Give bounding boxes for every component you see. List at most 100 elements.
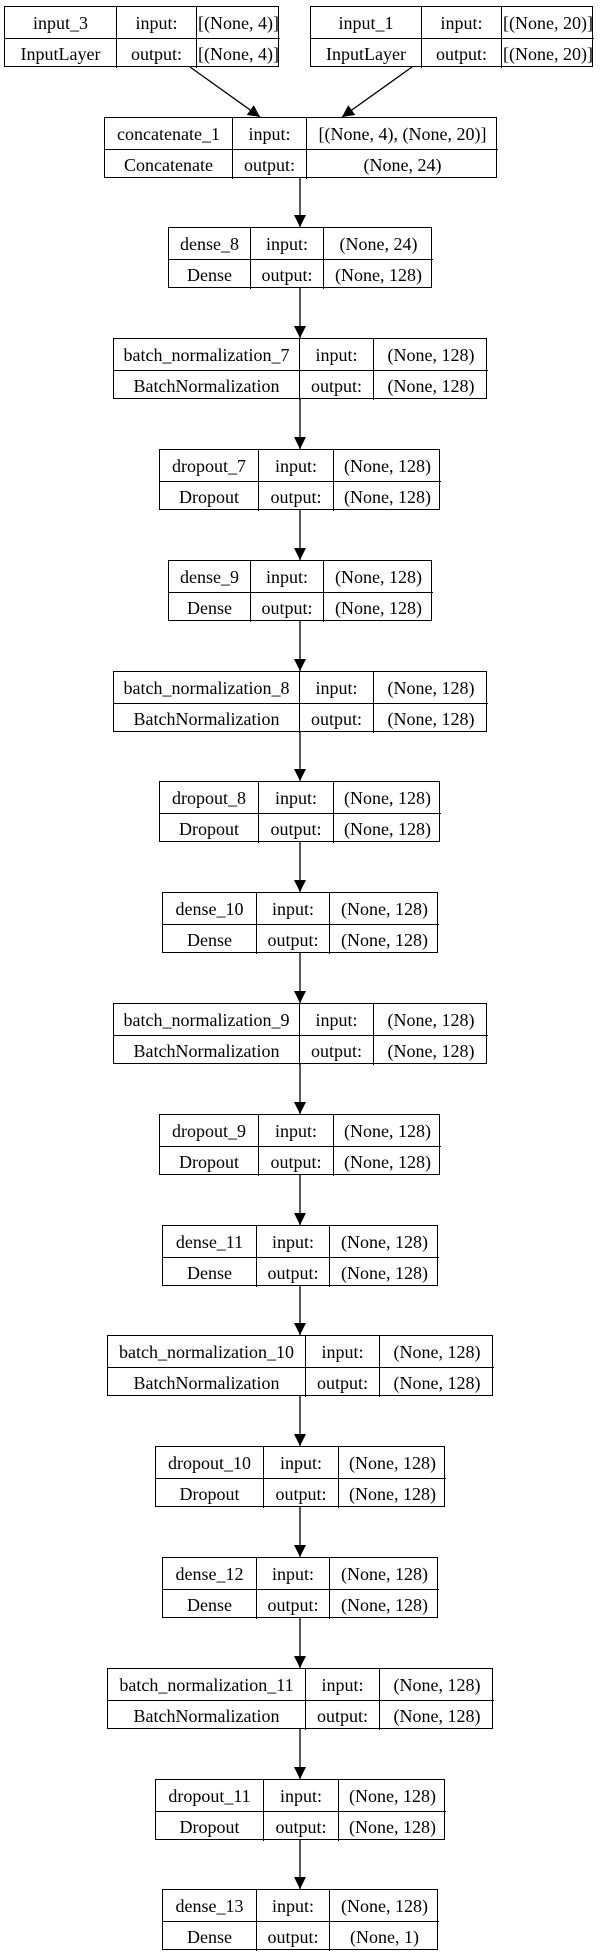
layer-type: Concatenate [105,149,232,179]
output-shape: (None, 128) [373,703,488,733]
input-label: input: [263,1780,338,1811]
input-label: input: [258,782,333,813]
output-label: output: [232,149,306,179]
input-shape: (None, 128) [329,1226,439,1257]
input-label: input: [250,561,323,592]
output-shape: (None, 128) [373,1035,488,1065]
input-shape: (None, 128) [379,1336,494,1367]
output-shape: (None, 128) [338,1811,446,1841]
output-shape: (None, 128) [329,924,439,954]
layer-type: BatchNormalization [108,1700,305,1730]
layer-name: input_1 [338,12,394,33]
layer-name: dense_13 [175,1895,244,1916]
input-label: input: [258,1115,333,1146]
output-shape: (None, 128) [379,1367,494,1397]
output-label: output: [256,1921,329,1951]
output-label: output: [256,924,329,954]
output-shape: (None, 128) [329,1589,439,1619]
output-shape: (None, 128) [323,259,433,289]
output-shape: (None, 128) [338,1478,446,1508]
output-label: output: [250,592,323,622]
input-label: input: [232,118,306,149]
layer-type: Dense [163,924,256,954]
output-label: output: [299,370,373,400]
input-label: input: [256,1226,329,1257]
output-shape: [(None, 20)] [501,38,594,68]
output-label: output: [258,813,333,843]
output-label: output: [256,1257,329,1287]
layer-name: dropout_8 [172,787,246,808]
layer-name: batch_normalization_10 [119,1341,294,1362]
input-label: input: [116,7,196,38]
output-shape: (None, 128) [379,1700,494,1730]
layer-name: batch_normalization_7 [123,344,290,365]
input-shape: (None, 128) [379,1669,494,1700]
layer-type: Dense [163,1257,256,1287]
input-shape: (None, 128) [323,561,433,592]
input-shape: [(None, 4), (None, 20)] [306,118,498,149]
layer-type: BatchNormalization [114,370,299,400]
output-label: output: [256,1589,329,1619]
layer-type: Dense [163,1921,256,1951]
output-label: output: [305,1367,379,1397]
layer-name: batch_normalization_8 [123,677,290,698]
layer-type: Dense [163,1589,256,1619]
input-shape: (None, 128) [373,1004,488,1035]
layer-type: Dense [169,259,250,289]
layer-name: dense_11 [175,1231,244,1252]
output-label: output: [250,259,323,289]
input-label: input: [250,228,323,259]
output-shape: [(None, 4)] [196,38,280,68]
output-label: output: [305,1700,379,1730]
output-shape: (None, 128) [333,1146,441,1176]
layer-name: dense_9 [180,566,239,587]
layer-name: batch_normalization_11 [119,1674,294,1695]
input-shape: (None, 128) [329,1890,439,1921]
edge-input_3-to-concatenate_1 [189,66,261,118]
input-label: input: [299,672,373,703]
input-shape: (None, 128) [333,450,441,481]
input-label: input: [256,893,329,924]
output-shape: (None, 128) [373,370,488,400]
layer-name: dense_8 [180,233,239,254]
input-shape: (None, 128) [338,1447,446,1478]
input-label: input: [305,1669,379,1700]
layer-type: Dropout [160,1146,258,1176]
output-label: output: [421,38,501,68]
layer-type: Dropout [156,1811,263,1841]
output-shape: (None, 128) [323,592,433,622]
layer-type: Dropout [160,813,258,843]
input-label: input: [299,1004,373,1035]
layer-type: BatchNormalization [114,1035,299,1065]
output-shape: (None, 128) [333,813,441,843]
layer-type: Dropout [160,481,258,511]
layer-name: input_3 [32,12,88,33]
output-shape: (None, 128) [329,1257,439,1287]
layer-type: BatchNormalization [108,1367,305,1397]
input-label: input: [263,1447,338,1478]
output-label: output: [116,38,196,68]
output-shape: (None, 24) [306,149,498,179]
input-label: input: [299,339,373,370]
input-label: input: [256,1890,329,1921]
layer-type: Dense [169,592,250,622]
layer-name: dense_10 [175,898,244,919]
layer-name: dropout_11 [168,1785,251,1806]
input-shape: (None, 128) [373,672,488,703]
input-shape: (None, 128) [338,1780,446,1811]
output-label: output: [299,703,373,733]
